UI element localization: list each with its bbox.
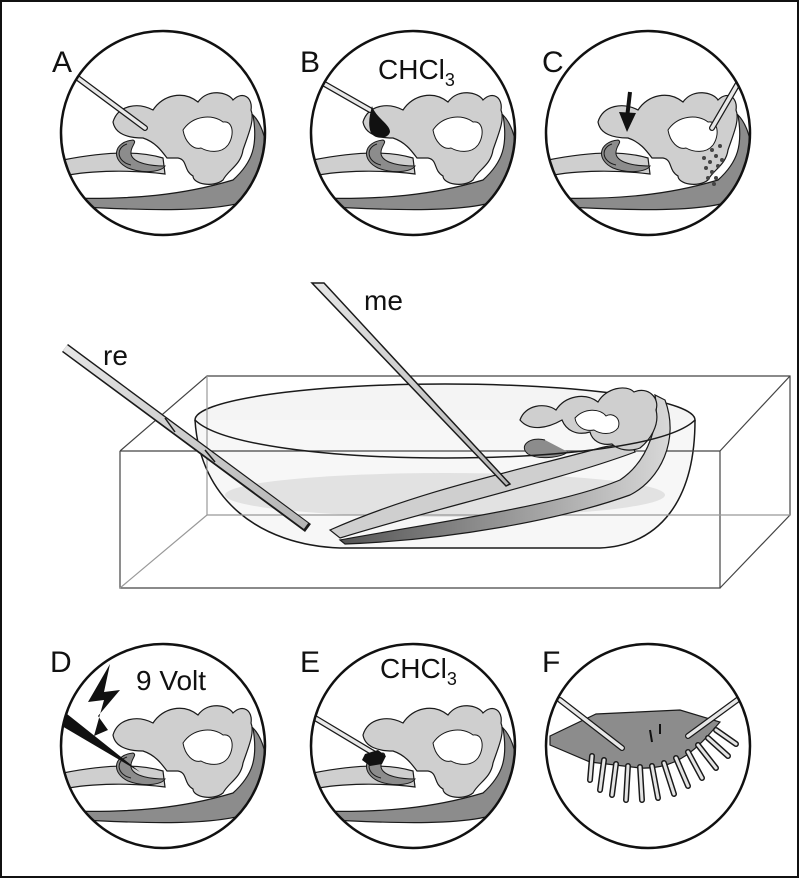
- panel-label-e: E: [300, 648, 320, 678]
- panel-b-chloroform-label: CHCl3: [378, 56, 455, 84]
- recording-chamber: [120, 376, 790, 588]
- panel-label-f: F: [542, 648, 560, 678]
- panel-label-a: A: [52, 48, 72, 78]
- reference-electrode-label: re: [103, 342, 128, 370]
- panel-label-d: D: [50, 648, 72, 678]
- panel-f-inset: [546, 644, 750, 848]
- panel-label-c: C: [542, 48, 564, 78]
- panel-d-voltage-label: 9 Volt: [136, 667, 206, 695]
- panel-c-inset: [546, 31, 752, 235]
- measuring-electrode-label: me: [364, 287, 403, 315]
- panel-label-b: B: [300, 48, 320, 78]
- panel-a-inset: [40, 31, 267, 235]
- panel-e-chloroform-label: CHCl3: [380, 655, 457, 683]
